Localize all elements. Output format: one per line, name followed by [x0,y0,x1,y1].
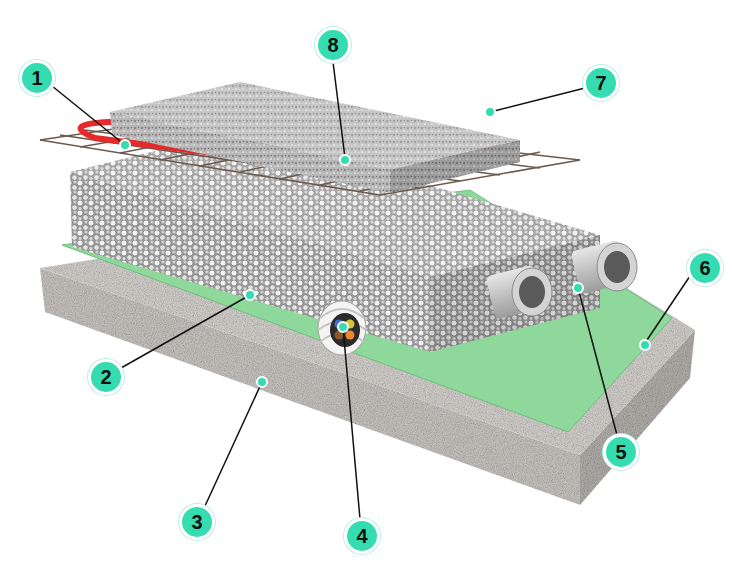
leader-lines [52,62,690,519]
callout-number: 1 [19,60,55,96]
service-pipes [485,240,637,320]
electric-cable [318,301,366,355]
callout-number: 8 [315,27,351,63]
callout-number: 6 [687,250,723,286]
callout-number: 7 [583,65,619,101]
callout-number: 5 [603,434,639,470]
callout-number: 2 [88,359,124,395]
callout-number: 3 [179,504,215,540]
callout-number: 4 [344,518,380,554]
screed-layer [110,82,520,193]
leader-dots [120,107,650,387]
